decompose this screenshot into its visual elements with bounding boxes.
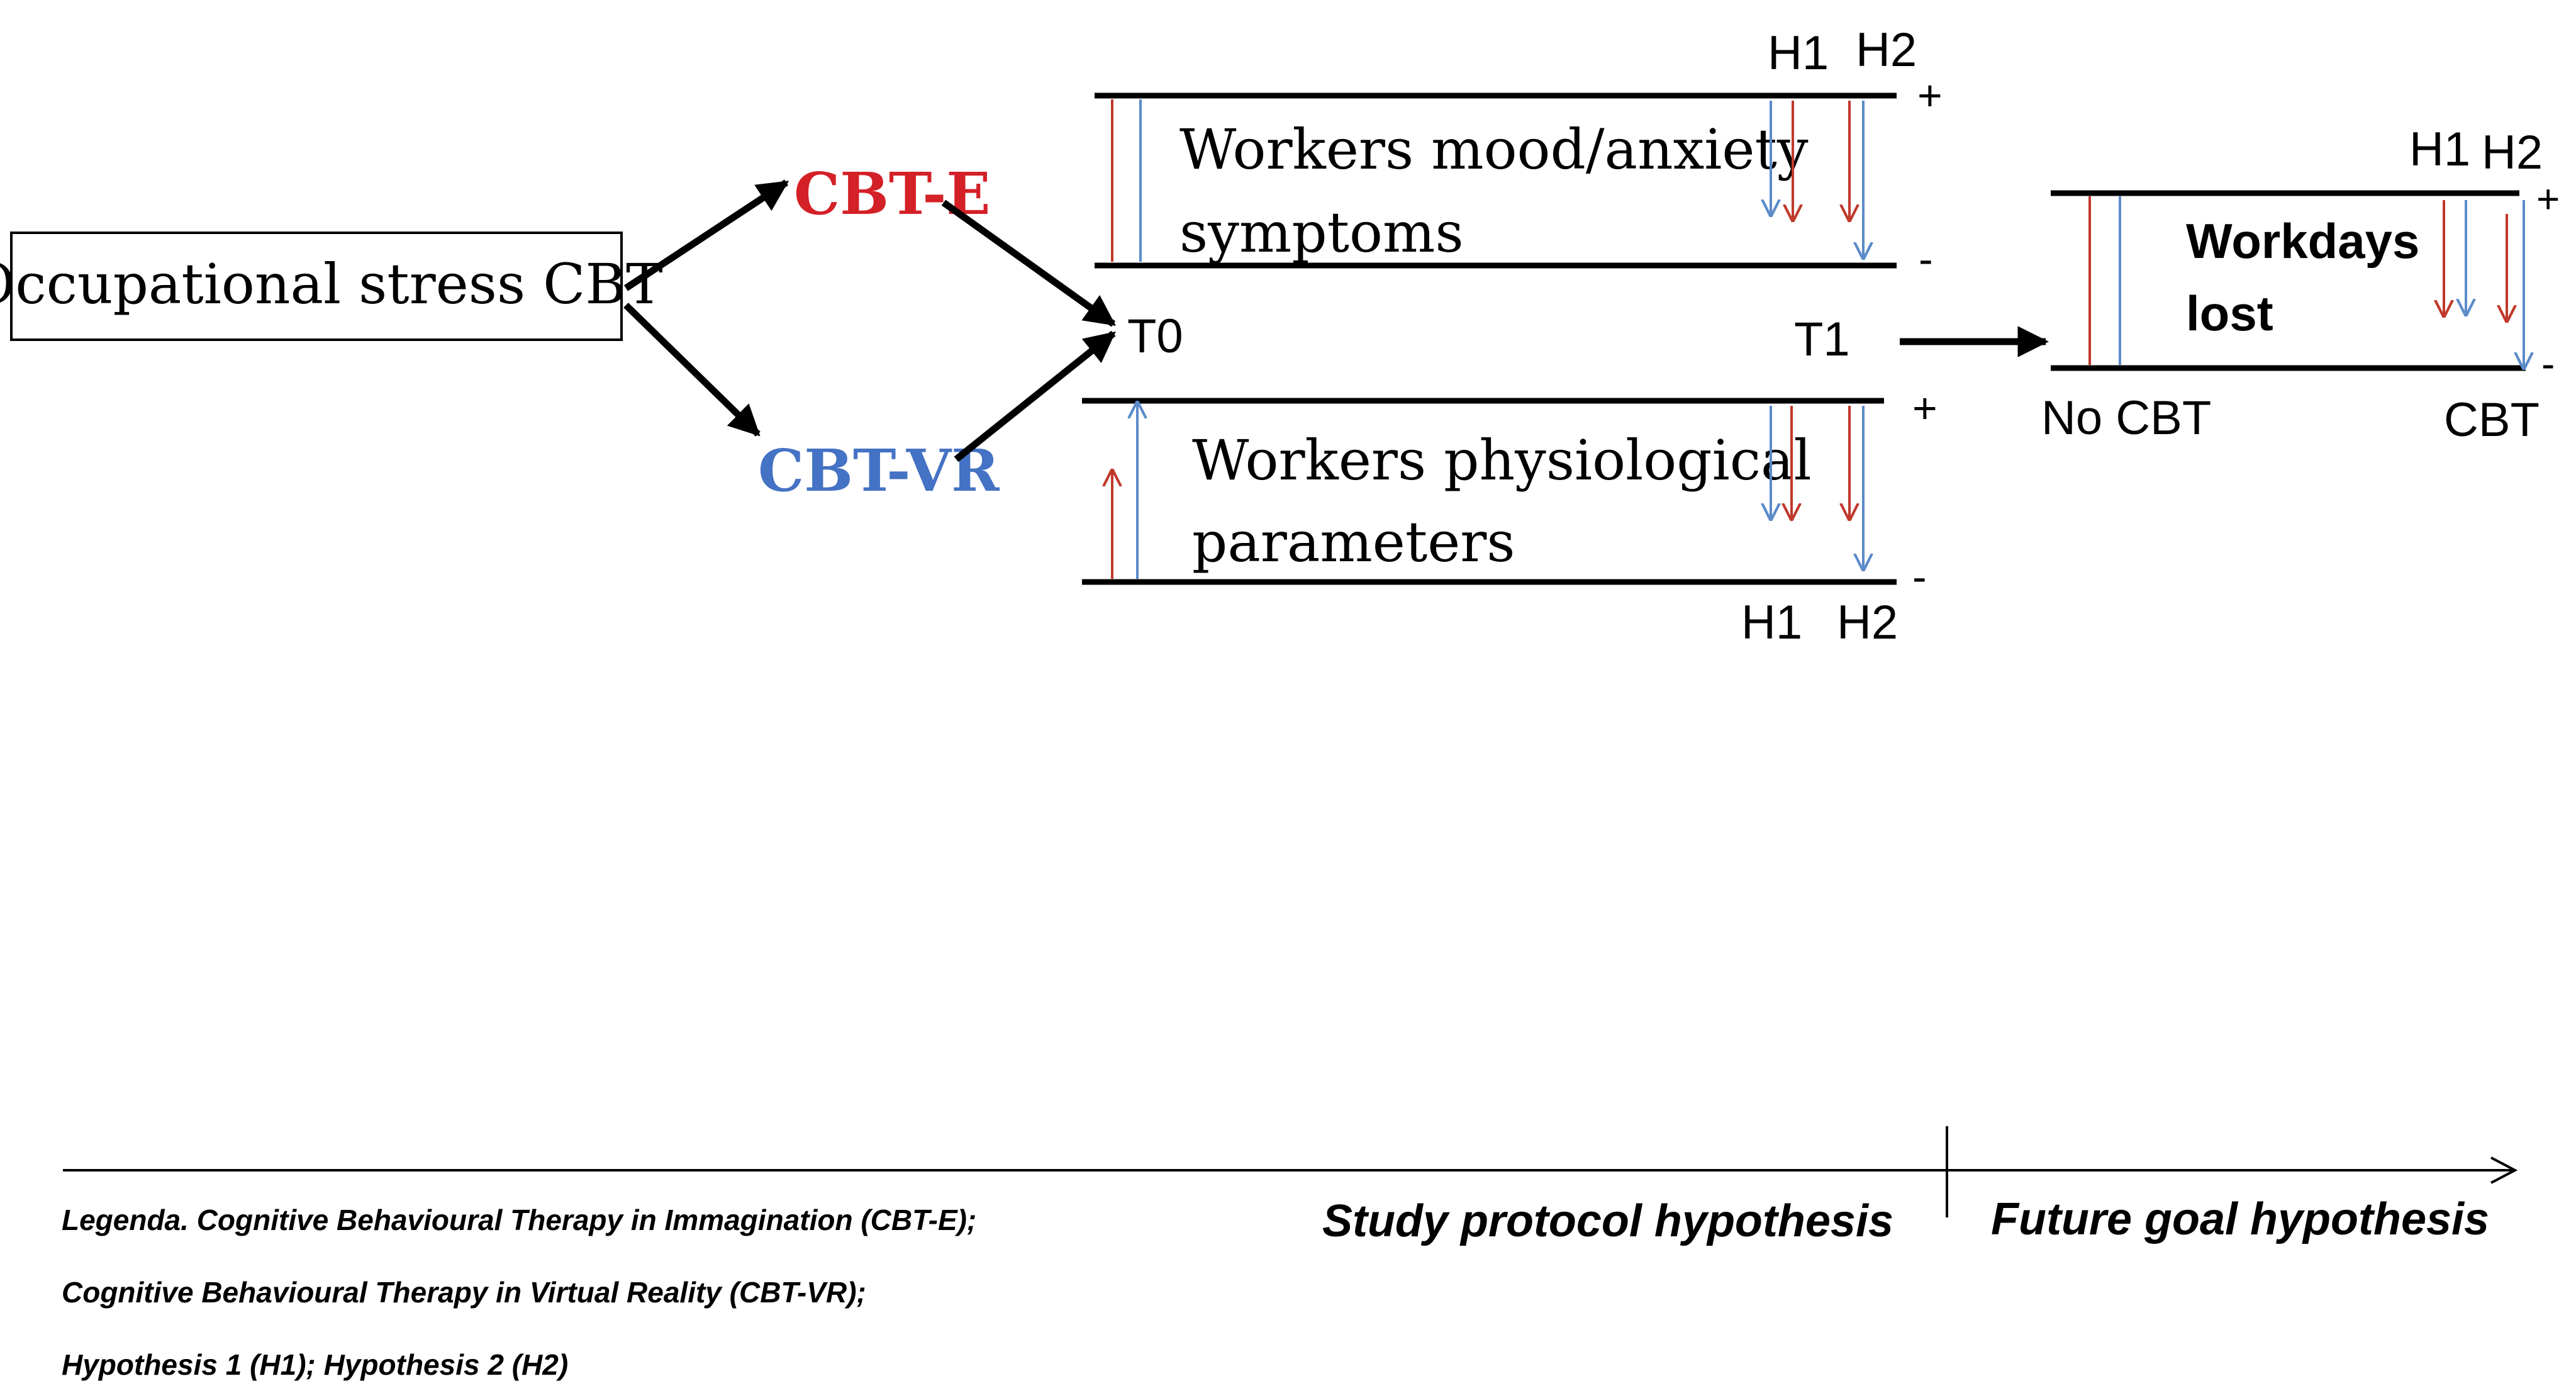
physio-label-line2: parameters (1192, 510, 1515, 574)
cbt-vr-label: CBT-VR (758, 437, 1000, 505)
t1-label: T1 (1794, 313, 1850, 366)
mood-anxiety-panel: Workers mood/anxiety symptoms H1 H2 + - (1095, 23, 1943, 283)
legend-line-1: Legenda. Cognitive Behavioural Therapy i… (62, 1204, 976, 1236)
workdays-no-cbt-label: No CBT (2041, 391, 2211, 445)
mood-label-line2: symptoms (1179, 200, 1464, 265)
workdays-h2-label: H2 (2482, 126, 2543, 179)
mood-h2-label: H2 (1856, 23, 1917, 77)
timeline-arrowhead (2490, 1156, 2518, 1184)
arrow-cbt-e-to-t0 (941, 199, 1117, 327)
source-box-label: Occupational stress CBT (0, 252, 663, 316)
physio-h2-label: H2 (1837, 596, 1898, 649)
mood-label-line1: Workers mood/anxiety (1179, 117, 1809, 182)
workdays-plus-sign: + (2536, 176, 2560, 221)
source-box (10, 232, 623, 341)
workdays-label-line1: Workdays (2186, 213, 2419, 269)
physio-plus-sign: + (1912, 384, 1938, 432)
physio-label-line1: Workers physiological (1192, 428, 1812, 493)
arrow-to-cbt-e (623, 179, 789, 291)
legend-line-3: Hypothesis 1 (H1); Hypothesis 2 (H2) (62, 1348, 568, 1381)
workdays-h1-label: H1 (2409, 123, 2470, 176)
future-goal-label: Future goal hypothesis (1991, 1194, 2489, 1244)
workdays-label-line2: lost (2186, 286, 2273, 341)
workdays-minus-sign: - (2541, 341, 2555, 386)
timeline: Study protocol hypothesis Future goal hy… (63, 1126, 2518, 1246)
mood-plus-sign: + (1917, 72, 1943, 120)
arrow-cbt-vr-to-t0 (954, 330, 1116, 462)
study-protocol-label: Study protocol hypothesis (1322, 1196, 1893, 1246)
arrow-to-cbt-vr (623, 303, 761, 437)
workdays-cbt-label: CBT (2444, 393, 2540, 447)
legend: Legenda. Cognitive Behavioural Therapy i… (62, 1204, 976, 1381)
mood-h1-label: H1 (1768, 26, 1829, 80)
workdays-lost-panel: Workdays lost H1 H2 + - No CBT CBT (2041, 123, 2560, 447)
legend-line-2: Cognitive Behavioural Therapy in Virtual… (62, 1276, 866, 1309)
t0-label: T0 (1127, 310, 1183, 363)
mood-minus-sign: - (1919, 235, 1933, 283)
physio-minus-sign: - (1912, 553, 1927, 601)
physiological-panel: Workers physiological parameters + - H1 … (1082, 384, 1938, 649)
physio-h1-label: H1 (1741, 596, 1802, 649)
